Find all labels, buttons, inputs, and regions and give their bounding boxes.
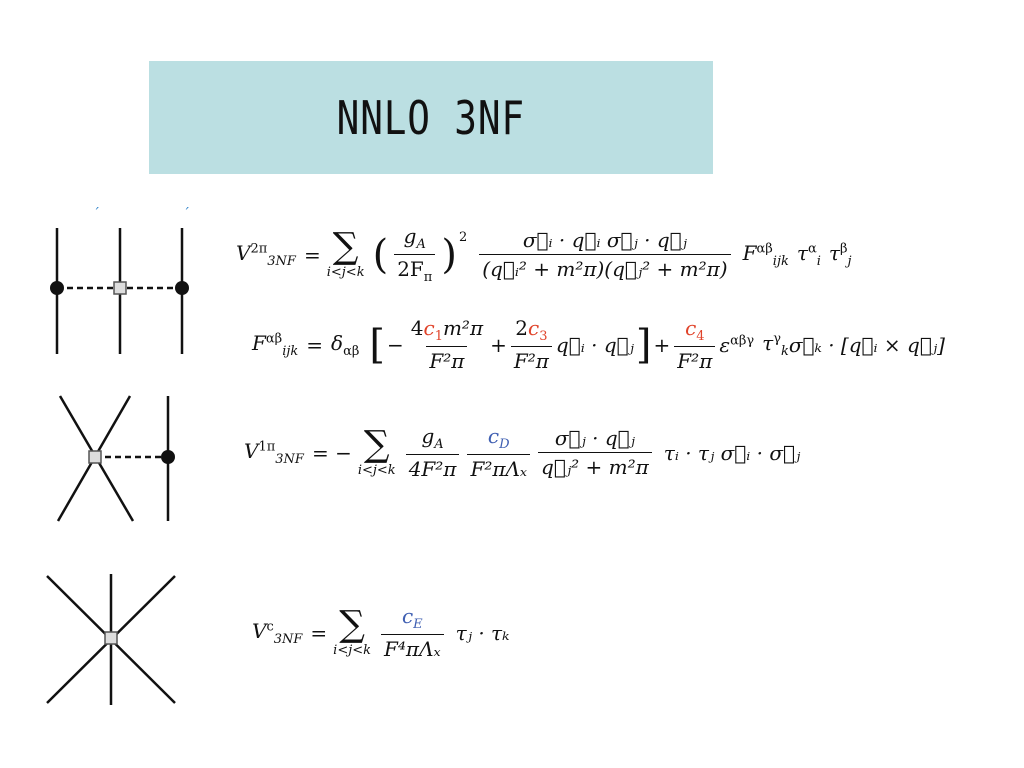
tick-mark-right: ˊ — [183, 206, 190, 222]
diagram-one-pion — [56, 395, 175, 522]
title-banner: NNLO 3NF — [149, 61, 713, 174]
diagram-contact — [46, 574, 176, 705]
slide-title: NNLO 3NF — [336, 90, 526, 145]
diagram-two-pion — [50, 228, 189, 354]
tick-mark-left: ˊ — [93, 206, 100, 222]
